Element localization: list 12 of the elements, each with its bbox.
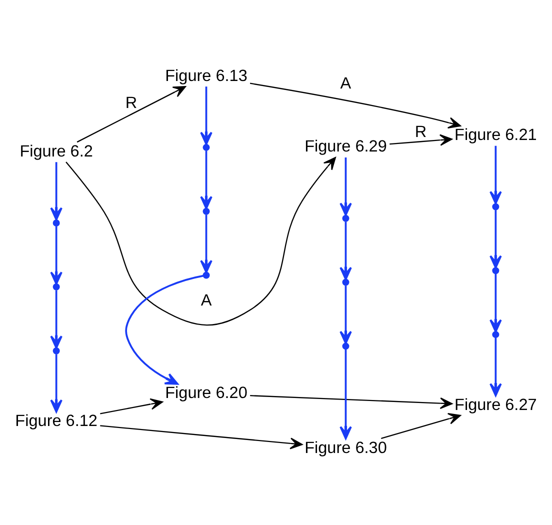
edge-label: A bbox=[340, 74, 352, 92]
node-text: Figure 6.12 bbox=[15, 412, 98, 430]
node-text: Figure 6.21 bbox=[454, 126, 537, 144]
node-text: Figure 6.2 bbox=[20, 142, 93, 160]
node-text: Figure 6.13 bbox=[165, 66, 248, 85]
node-text: Figure 6.30 bbox=[304, 438, 387, 457]
edge-label: A bbox=[200, 292, 212, 310]
edge-label: R bbox=[125, 94, 138, 112]
node-text: Figure 6.29 bbox=[304, 138, 387, 156]
node-text: Figure 6.20 bbox=[165, 384, 248, 402]
node-text: Figure 6.27 bbox=[454, 396, 537, 414]
edge-label: R bbox=[414, 123, 427, 142]
